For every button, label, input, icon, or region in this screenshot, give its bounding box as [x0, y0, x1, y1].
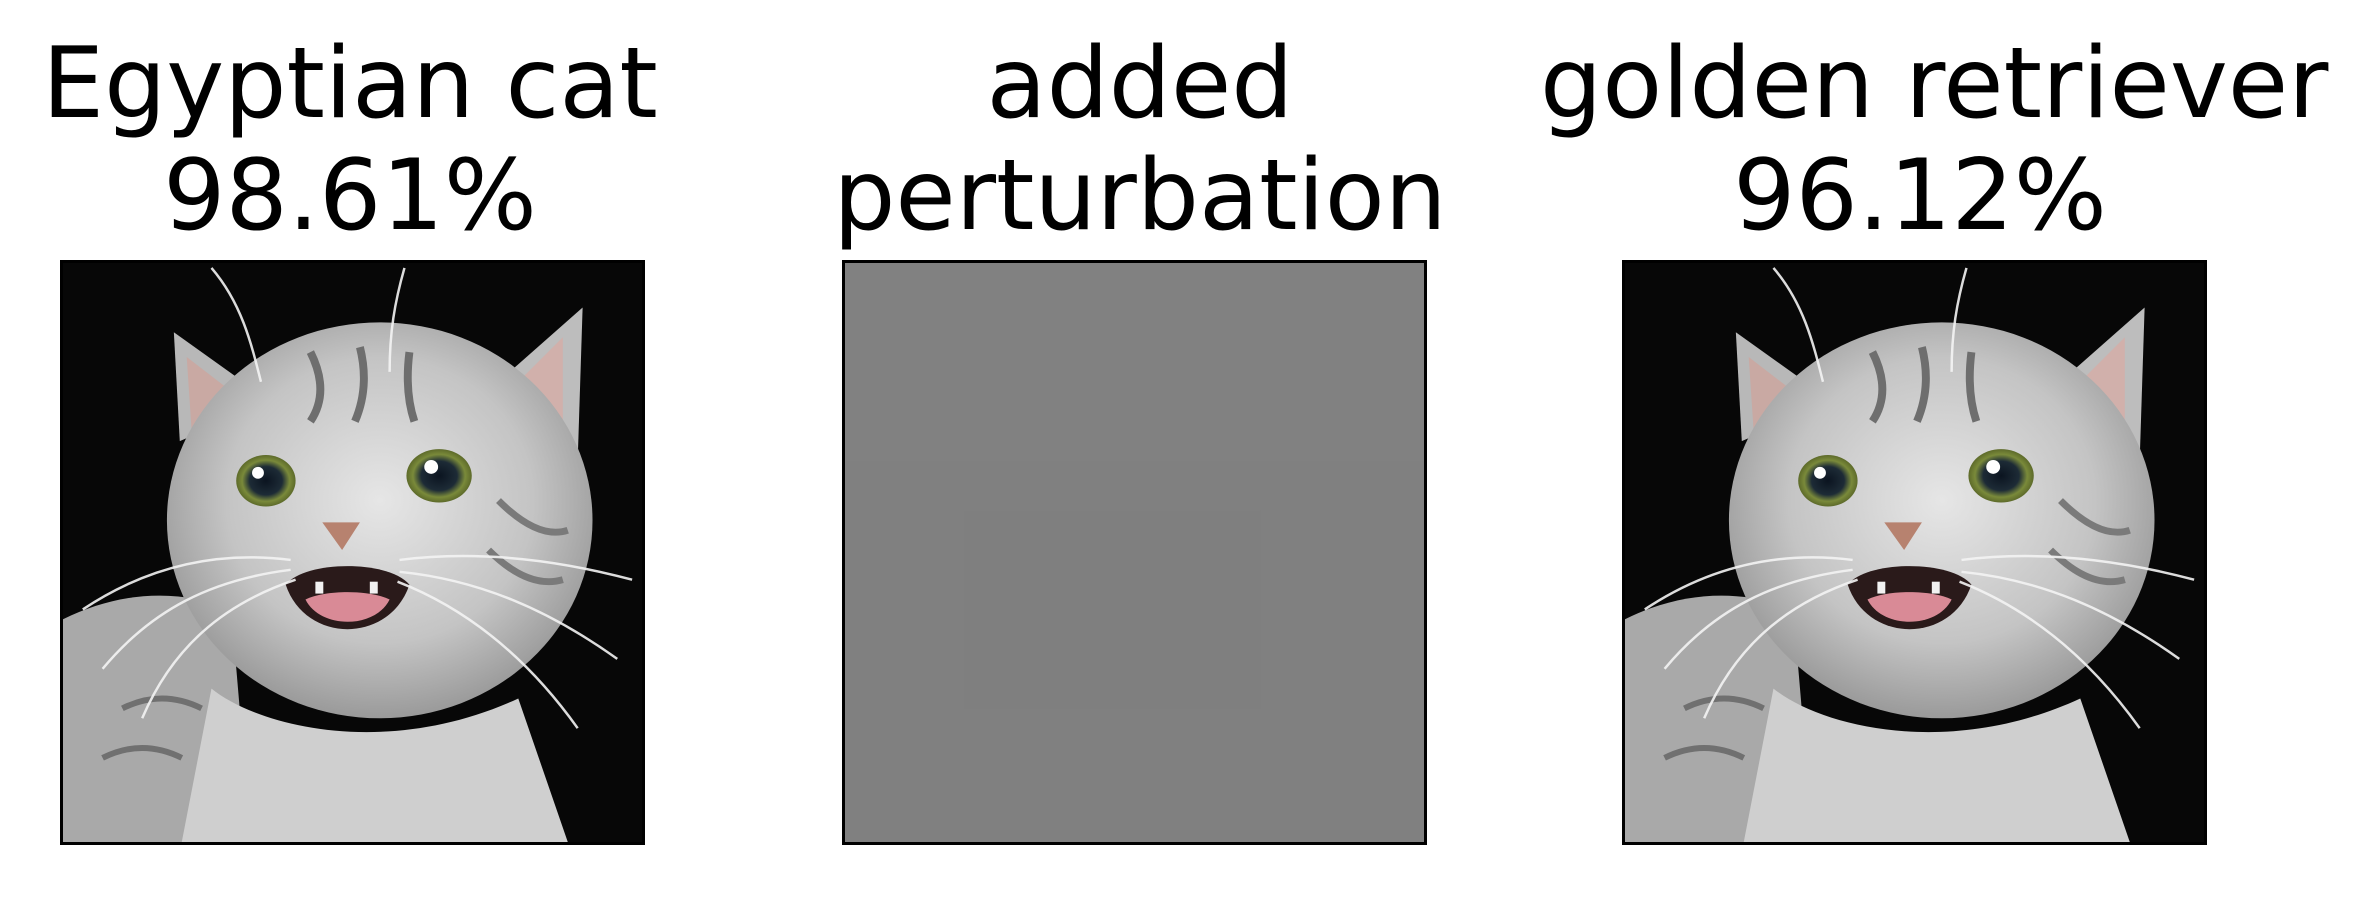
original-image [60, 260, 645, 845]
cat-photo-icon [63, 263, 642, 842]
perturbation-label-line2: perturbation [833, 139, 1447, 253]
adversarial-confidence: 96.12% [1733, 139, 2107, 253]
panel-title-original: Egyptian cat 98.61% [10, 28, 690, 252]
panel-title-adversarial: golden retriever 96.12% [1540, 27, 2329, 253]
perturbation-image [842, 260, 1427, 845]
cat-photo-icon [1625, 263, 2204, 842]
panel-original: Egyptian cat 98.61% [10, 0, 690, 903]
adversarial-image [1622, 260, 2207, 845]
panel-title-perturbation: added perturbation [800, 28, 1480, 252]
perturbation-noise-icon [845, 263, 1424, 842]
adversarial-label: golden retriever [1540, 27, 2329, 141]
original-label: Egyptian cat [42, 27, 658, 141]
perturbation-label-line1: added [986, 27, 1294, 141]
panel-perturbation: added perturbation [800, 0, 1480, 903]
original-confidence: 98.61% [163, 139, 537, 253]
panel-adversarial: golden retriever 96.12% [1540, 0, 2328, 903]
